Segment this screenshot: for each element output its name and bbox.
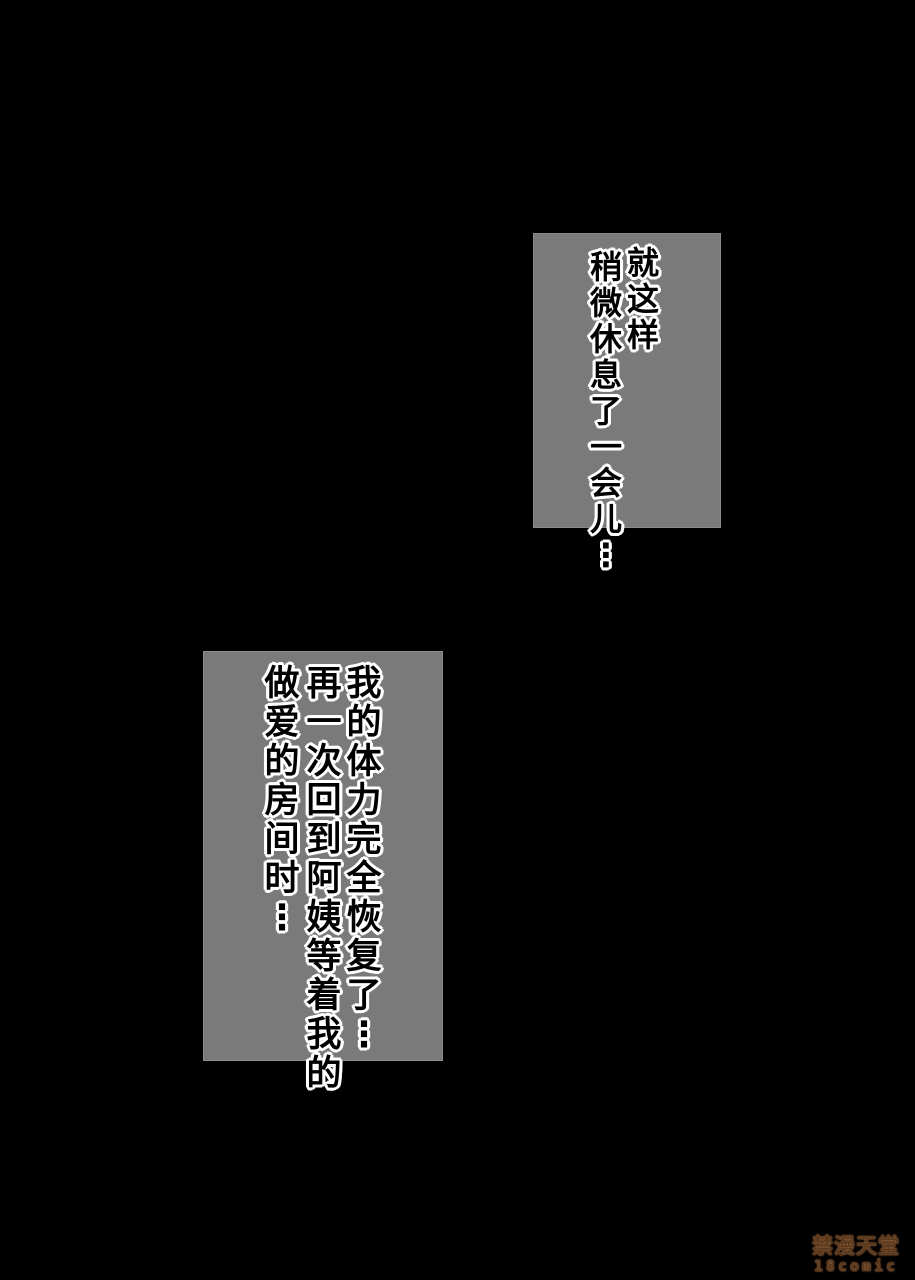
caption-char: 的 (264, 742, 300, 782)
caption-char: 间 (264, 820, 300, 860)
caption-char: 次 (306, 742, 342, 782)
caption-char: 恢 (346, 898, 382, 938)
caption-char: 一 (306, 703, 342, 743)
caption-char: 姨 (306, 898, 342, 938)
caption-char: 回 (306, 781, 342, 821)
caption-char: 我 (346, 664, 382, 704)
caption-char: 体 (346, 742, 382, 782)
caption-char: 的 (346, 703, 382, 743)
caption-char: 了 (346, 976, 382, 1016)
caption-char: 做 (264, 664, 300, 704)
caption-char: 这 (626, 280, 659, 318)
caption-char: 再 (306, 664, 342, 704)
caption-char: 了 (589, 392, 622, 430)
caption-box-2: 我的体力完全恢复了⋮ 再一次回到阿姨等着我的 做爱的房间时⋮ (203, 651, 443, 1094)
caption-2-column-3: 做爱的房间时⋮ (262, 665, 302, 938)
caption-char: 力 (346, 781, 382, 821)
caption-char: 房 (264, 781, 300, 821)
watermark-title: 禁漫天堂 (812, 1234, 900, 1258)
caption-char: 着 (306, 976, 342, 1016)
caption-2-column-2: 再一次回到阿姨等着我的 (304, 665, 344, 1094)
caption-char: 爱 (264, 703, 300, 743)
caption-char: 阿 (306, 859, 342, 899)
site-watermark-logo: 禁漫天堂 18comic (803, 1232, 909, 1276)
caption-char: 会 (589, 464, 622, 502)
caption-char: 到 (306, 820, 342, 860)
caption-char: 儿 (589, 500, 622, 538)
caption-char: ⋮ (264, 898, 300, 938)
caption-char: 就 (626, 244, 659, 282)
caption-char: 休 (589, 320, 622, 358)
caption-char: 微 (589, 284, 622, 322)
caption-char: 样 (626, 316, 659, 354)
caption-char: 稍 (589, 248, 622, 286)
caption-1-column-2: 稍微休息了一会儿⋮ (588, 249, 624, 573)
caption-char: 全 (346, 859, 382, 899)
caption-char: 完 (346, 820, 382, 860)
caption-2-column-1: 我的体力完全恢复了⋮ (344, 665, 384, 1055)
caption-char: 时 (264, 859, 300, 899)
caption-char: 我 (306, 1015, 342, 1055)
caption-char: 息 (589, 356, 622, 394)
caption-char: 一 (589, 428, 622, 466)
caption-char: ⋮ (590, 536, 622, 574)
caption-1-column-1: 就这样 (625, 245, 661, 353)
caption-box-1: 就这样 稍微休息了一会儿⋮ (533, 233, 721, 573)
caption-char: 的 (306, 1054, 342, 1094)
caption-char: 复 (346, 937, 382, 977)
caption-char: ⋮ (346, 1015, 382, 1055)
caption-char: 等 (306, 937, 342, 977)
watermark-subtitle: 18comic (813, 1257, 899, 1275)
